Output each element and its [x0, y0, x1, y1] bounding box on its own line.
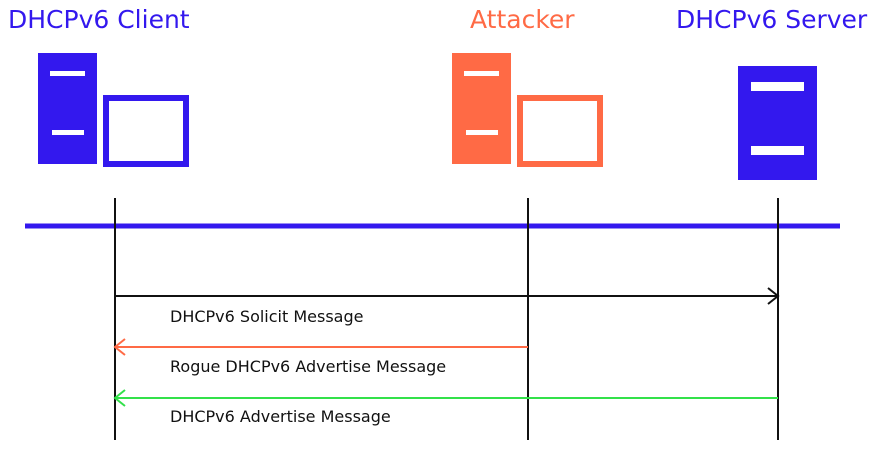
- attacker-title: Attacker: [470, 5, 575, 34]
- solicit-message-label: DHCPv6 Solicit Message: [170, 307, 364, 326]
- client-computer-icon: [38, 53, 189, 167]
- server-icon: [738, 66, 817, 180]
- rogue-advertise-arrow: [113, 338, 528, 356]
- advertise-message-label: DHCPv6 Advertise Message: [170, 407, 391, 426]
- solicit-message-arrow: [115, 287, 780, 305]
- advertise-message-arrow: [113, 389, 778, 407]
- rogue-advertise-message-label: Rogue DHCPv6 Advertise Message: [170, 357, 447, 376]
- client-title: DHCPv6 Client: [8, 5, 190, 34]
- attacker-computer-icon: [452, 53, 603, 167]
- server-title: DHCPv6 Server: [676, 5, 868, 34]
